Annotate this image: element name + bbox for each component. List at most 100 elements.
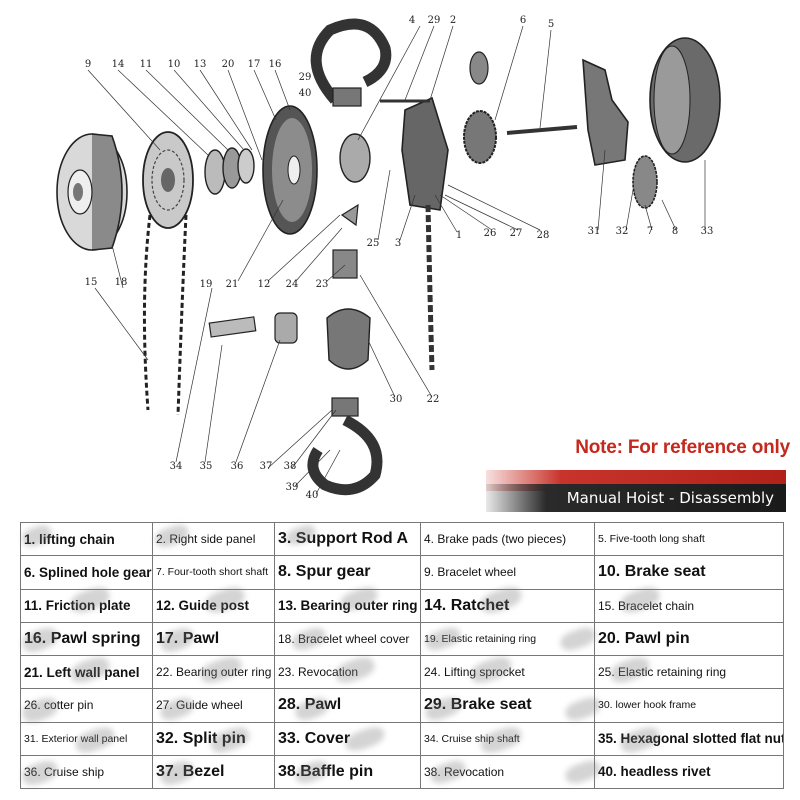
part-cell: 20. Pawl pin	[594, 621, 784, 657]
part-cell: 40. headless rivet	[594, 754, 784, 790]
callout-number: 33	[701, 226, 714, 237]
cover-drawing	[649, 37, 721, 163]
callout-number: 38	[284, 461, 297, 472]
part-cell: 4. Brake pads (two pieces)	[420, 521, 595, 557]
part-cell: 21. Left wall panel	[20, 654, 153, 690]
callout-number: 26	[484, 228, 497, 239]
part-cell: 31. Exterior wall panel	[20, 721, 153, 756]
part-cell: 8. Spur gear	[274, 555, 421, 590]
callout-number: 37	[260, 461, 273, 472]
callout-number: 30	[390, 394, 403, 405]
part-cell: 23. Revocation	[274, 654, 421, 690]
part-cell: 11. Friction plate	[20, 588, 153, 623]
callout-number: 12	[258, 279, 271, 290]
part-cell: 38. Revocation	[420, 754, 595, 790]
part-cell: 3. Support Rod A	[274, 521, 421, 557]
callout-number: 29	[299, 72, 312, 83]
part-cell: 37. Bezel	[152, 754, 275, 790]
part-cell: 14. Ratchet	[420, 588, 595, 623]
callout-number: 3	[395, 238, 401, 249]
lower-hook-drawing	[307, 397, 383, 496]
part-cell: 28. Pawl	[274, 688, 421, 723]
part-cell: 25. Elastic retaining ring	[594, 654, 784, 690]
part-cell: 34. Cruise ship shaft	[420, 721, 595, 756]
banner-title: Manual Hoist - Disassembly Comparison	[566, 489, 774, 507]
callout-number: 7	[647, 226, 653, 237]
upper-hook-drawing	[310, 18, 392, 107]
callout-number: 34	[170, 461, 183, 472]
reference-note: Note: For reference only	[575, 437, 790, 458]
part-cell: 19. Elastic retaining ring	[420, 621, 595, 657]
exterior-wall-panel-drawing	[582, 58, 629, 166]
callout-number: 25	[367, 238, 380, 249]
title-banner: Manual Hoist - Disassembly Comparison	[486, 470, 786, 512]
part-cell: 7. Four-tooth short shaft	[152, 555, 275, 590]
callout-number: 4	[409, 15, 415, 26]
callout-number: 5	[548, 19, 554, 30]
callout-leader-lines	[87, 25, 706, 495]
lifting-chain-drawing	[425, 204, 435, 371]
small-parts-drawing	[208, 133, 371, 370]
callout-number: 2	[450, 15, 456, 26]
part-cell: 33. Cover	[274, 721, 421, 756]
hand-chain-drawing	[142, 214, 188, 416]
callout-number: 24	[286, 279, 299, 290]
part-cell: 32. Split pin	[152, 721, 275, 756]
part-cell: 29. Brake seat	[420, 688, 595, 723]
part-cell: 24. Lifting sprocket	[420, 654, 595, 690]
callout-number: 6	[520, 15, 526, 26]
part-cell: 38.Baffle pin	[274, 754, 421, 790]
callout-number: 19	[200, 279, 213, 290]
part-cell: 16. Pawl spring	[20, 621, 153, 657]
callout-number: 22	[427, 394, 440, 405]
brake-parts-drawing	[204, 147, 255, 195]
callout-number: 18	[115, 277, 128, 288]
part-cell: 36. Cruise ship	[20, 754, 153, 790]
callout-number: 1	[456, 230, 462, 241]
callout-number: 15	[85, 277, 98, 288]
callout-number: 39	[286, 482, 299, 493]
part-cell: 13. Bearing outer ring	[274, 588, 421, 623]
callout-number: 32	[616, 226, 629, 237]
callout-number: 31	[588, 226, 601, 237]
callout-number: 13	[194, 59, 207, 70]
callout-number: 23	[316, 279, 329, 290]
callout-number: 28	[537, 230, 550, 241]
part-cell: 6. Splined hole gear	[20, 555, 153, 590]
callout-number: 40	[299, 88, 312, 99]
callout-number: 27	[510, 228, 523, 239]
part-cell: 18. Bracelet wheel cover	[274, 621, 421, 657]
callout-number: 16	[269, 59, 282, 70]
callout-number: 29	[428, 15, 441, 26]
banner-dark-stripe	[486, 484, 786, 512]
left-wall-panel-drawing	[262, 105, 318, 235]
callout-number: 8	[672, 226, 678, 237]
part-cell: 17. Pawl	[152, 621, 275, 657]
part-cell: 9. Bracelet wheel	[420, 555, 595, 590]
callout-number: 20	[222, 59, 235, 70]
part-cell: 1. lifting chain	[20, 521, 153, 557]
part-cell: 15. Bracelet chain	[594, 588, 784, 623]
part-cell: 35. Hexagonal slotted flat nut	[594, 721, 784, 756]
part-cell: 27. Guide wheel	[152, 688, 275, 723]
bracelet-wheel-drawing	[142, 131, 194, 229]
part-cell: 26. cotter pin	[20, 688, 153, 723]
callout-number: 11	[140, 59, 153, 70]
part-cell: 12. Guide post	[152, 588, 275, 623]
callout-number: 14	[112, 59, 125, 70]
callout-number: 40	[306, 490, 319, 501]
callout-number: 36	[231, 461, 244, 472]
callout-number: 21	[226, 279, 239, 290]
hoist-parts-drawing	[56, 18, 721, 496]
